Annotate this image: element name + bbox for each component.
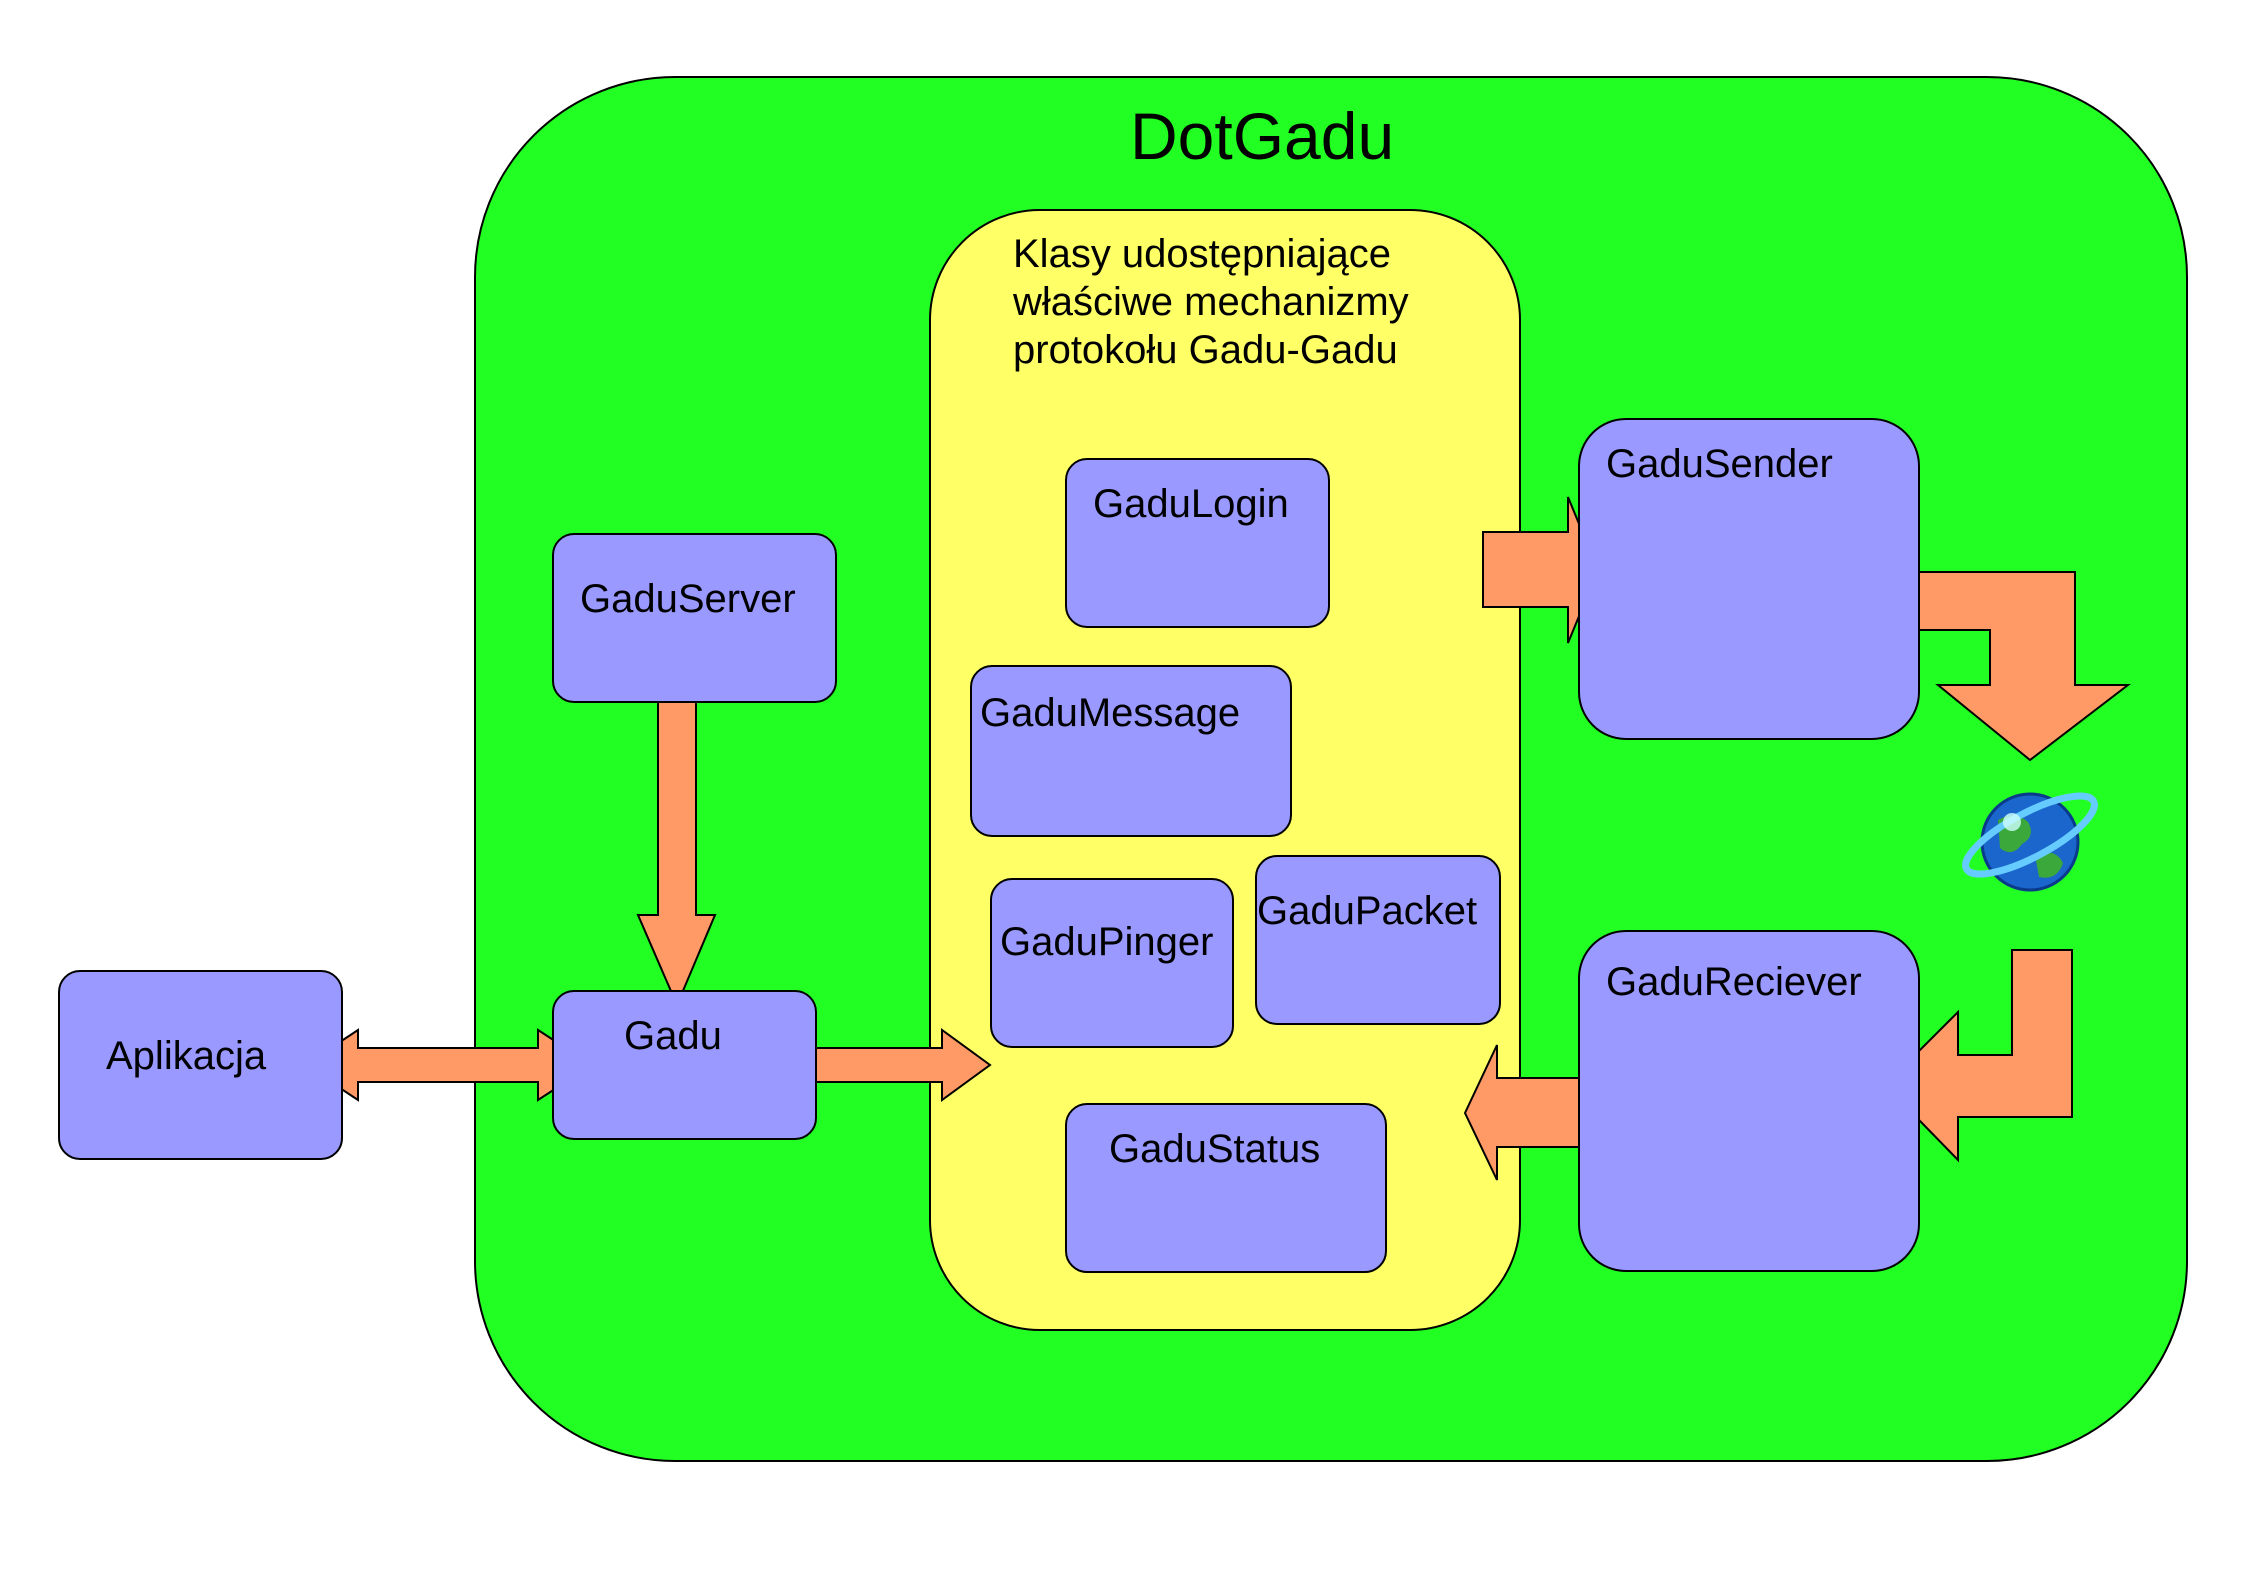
core-description: Klasy udostępniające właściwe mechanizmy… [1013,232,1409,372]
gadu-box: Gadu [552,990,817,1140]
gadu-sender-box: GaduSender [1578,418,1920,740]
internet-globe-icon [1962,792,2098,892]
gadu-pinger-label: GaduPinger [1000,920,1214,964]
gadu-sender-label: GaduSender [1606,442,1833,486]
diagram-title: DotGadu [1130,99,1395,173]
gadu-packet-box: GaduPacket [1255,855,1501,1025]
gadu-reciever-label: GaduReciever [1606,960,1862,1004]
gadu-message-box: GaduMessage [970,665,1292,837]
arrow-internet-reciever [1883,949,2073,1163]
gadu-server-label: GaduServer [580,577,796,621]
gadu-message-label: GaduMessage [980,691,1241,735]
gadu-login-label: GaduLogin [1093,482,1289,526]
gadu-status-label: GaduStatus [1109,1127,1321,1171]
gadu-login-box: GaduLogin [1065,458,1330,628]
aplikacja-label: Aplikacja [106,1034,267,1078]
arrow-sender-internet [1861,571,2131,762]
gadu-server-box: GaduServer [552,533,837,703]
gadu-label: Gadu [624,1014,722,1058]
gadu-status-box: GaduStatus [1065,1103,1387,1273]
gadu-pinger-box: GaduPinger [990,878,1234,1048]
gadu-packet-label: GaduPacket [1257,889,1478,933]
gadu-reciever-box: GaduReciever [1578,930,1920,1272]
arrow-aplikacja-gadu [303,1028,594,1102]
aplikacja-box: Aplikacja [58,970,343,1160]
